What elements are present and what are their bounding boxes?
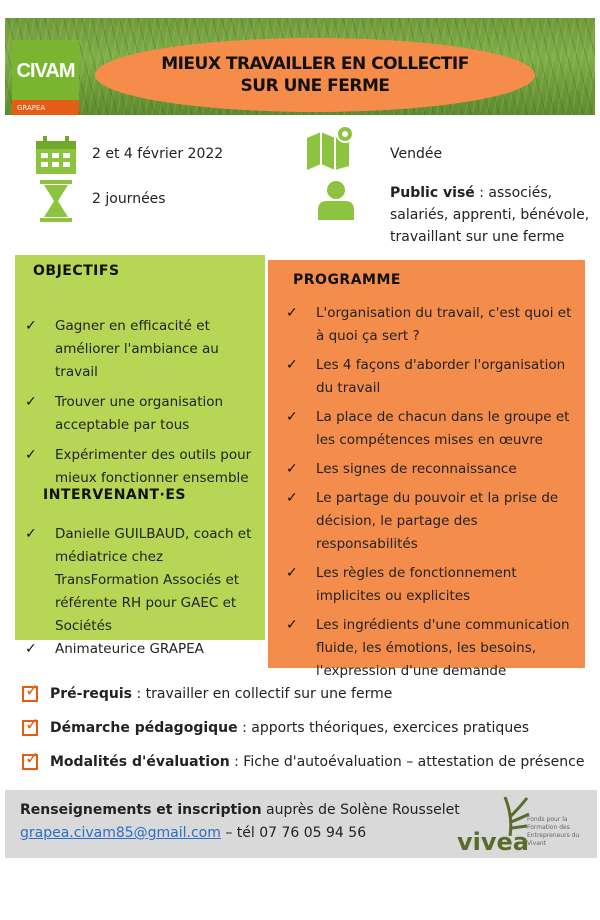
detail-evaluation: Modalités d'évaluation : Fiche d'autoéva… <box>22 749 585 772</box>
vivea-leaf-icon <box>503 796 530 837</box>
intervenants-list: Danielle GUILBAUD, coach et médiatrice c… <box>25 523 265 661</box>
detail-label: Modalités d'évaluation <box>50 754 230 770</box>
vivea-tagline: Fonds pour la Formation des Entrepreneur… <box>527 816 580 847</box>
checkbox-icon <box>22 715 39 736</box>
list-item: Les signes de reconnaissance <box>286 458 576 481</box>
contact-label: Renseignements et inscription <box>20 802 262 818</box>
list-item: Le partage du pouvoir et la prise de déc… <box>286 487 576 556</box>
programme-heading: PROGRAMME <box>293 272 401 288</box>
contact-details: grapea.civam85@gmail.com – tél 07 76 05 … <box>20 825 366 841</box>
audience: Public visé : associés, salariés, appren… <box>390 182 590 248</box>
programme-list: L'organisation du travail, c'est quoi et… <box>286 302 576 683</box>
objectifs-panel: OBJECTIFS Gagner en efficacité et amélio… <box>15 255 265 661</box>
checkbox-icon <box>22 749 39 770</box>
intervenants-heading: INTERVENANT·ES <box>43 487 187 503</box>
vivea-logo: vivea <box>457 828 529 856</box>
list-item: Gagner en efficacité et améliorer l'ambi… <box>25 315 260 384</box>
list-item: Trouver une organisation acceptable par … <box>25 391 260 437</box>
detail-label: Démarche pédagogique <box>50 720 238 736</box>
checkbox-icon <box>22 681 39 702</box>
calendar-icon <box>36 136 76 174</box>
civam-logo: CIVAM GRAPEA <box>12 40 79 115</box>
objectifs-list: Gagner en efficacité et améliorer l'ambi… <box>25 315 260 490</box>
list-item: Expérimenter des outils pour mieux fonct… <box>25 444 260 490</box>
title-line-2: SUR UNE FERME <box>240 76 390 96</box>
detail-prerequis: Pré-requis : travailler en collectif sur… <box>22 681 393 704</box>
list-item: Danielle GUILBAUD, coach et médiatrice c… <box>25 523 265 638</box>
list-item: L'organisation du travail, c'est quoi et… <box>286 302 576 348</box>
detail-demarche: Démarche pédagogique : apports théorique… <box>22 715 530 738</box>
detail-label: Pré-requis <box>50 686 132 702</box>
audience-text: : associés, salariés, apprenti, bénévole… <box>390 185 590 245</box>
contact-line: Renseignements et inscription auprès de … <box>20 802 460 818</box>
duration: 2 journées <box>92 191 166 207</box>
list-item: Les ingrédients d'une communication flui… <box>286 614 576 683</box>
dates: 2 et 4 février 2022 <box>92 146 224 162</box>
detail-text: : Fiche d'autoévaluation – attestation d… <box>229 754 585 770</box>
logo-subtext: GRAPEA <box>12 100 79 115</box>
email-link[interactable]: grapea.civam85@gmail.com <box>20 825 221 841</box>
detail-text: : apports théoriques, exercices pratique… <box>237 720 530 736</box>
hourglass-icon <box>40 180 72 222</box>
list-item: Les 4 façons d'aborder l'organisation du… <box>286 354 576 400</box>
title-line-1: MIEUX TRAVAILLER EN COLLECTIF <box>161 54 469 74</box>
phone: – tél 07 76 05 94 56 <box>220 825 367 841</box>
objectifs-heading: OBJECTIFS <box>33 263 120 279</box>
list-item: Animateurice GRAPEA <box>25 638 265 661</box>
audience-label: Public visé <box>390 185 475 201</box>
contact-footer: Renseignements et inscription auprès de … <box>5 790 597 858</box>
page-title: MIEUX TRAVAILLER EN COLLECTIF SUR UNE FE… <box>95 38 535 112</box>
contact-text: auprès de Solène Rousselet <box>261 802 460 818</box>
location: Vendée <box>390 146 443 162</box>
list-item: Les règles de fonctionnement implicites … <box>286 562 576 608</box>
detail-text: : travailler en collectif sur une ferme <box>132 686 393 702</box>
logo-text: CIVAM <box>16 60 76 82</box>
person-icon <box>318 181 354 220</box>
map-icon <box>307 125 354 170</box>
list-item: La place de chacun dans le groupe et les… <box>286 406 576 452</box>
programme-panel: PROGRAMME L'organisation du travail, c'e… <box>268 260 585 679</box>
